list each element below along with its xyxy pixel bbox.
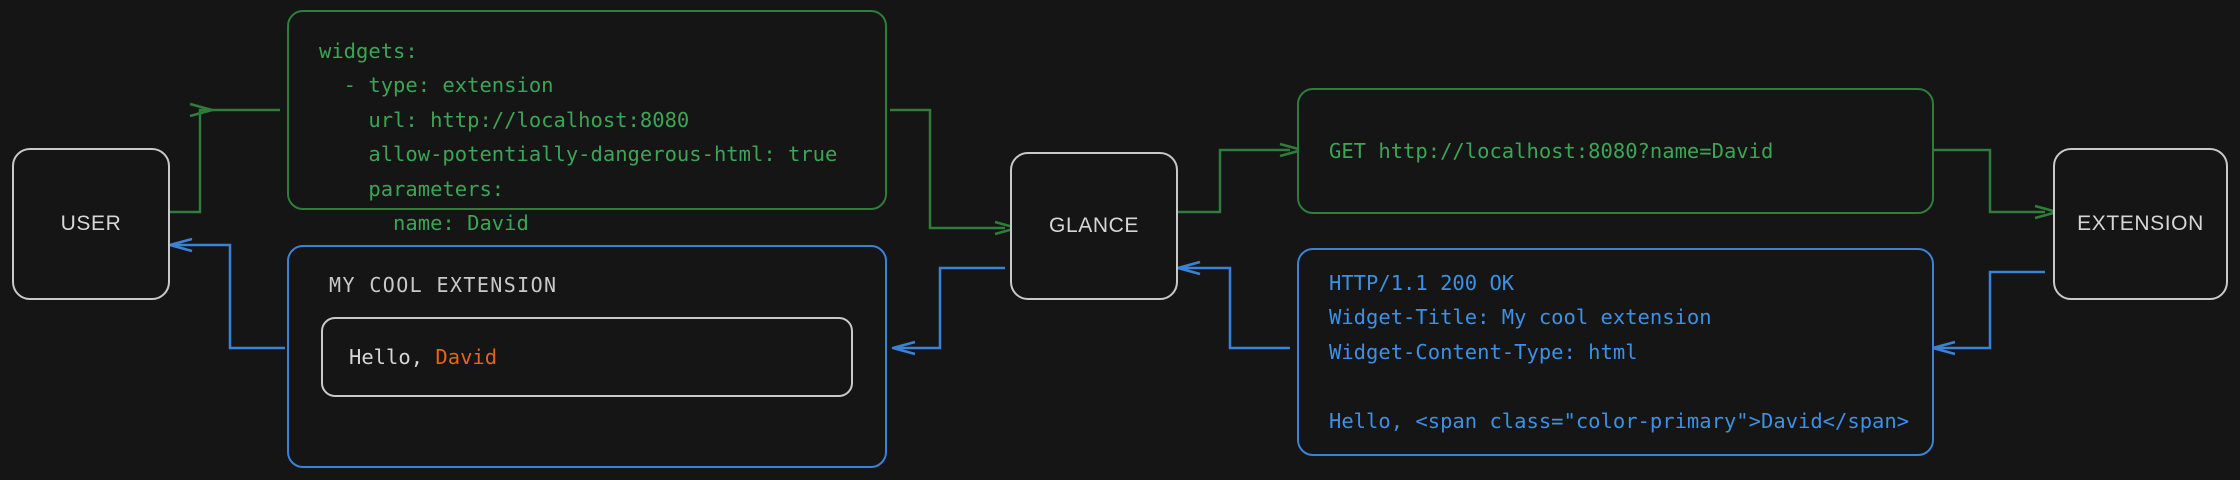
http-response-code: HTTP/1.1 200 OK Widget-Title: My cool ex…	[1329, 270, 1910, 433]
wire-glance-to-request	[1175, 148, 1290, 214]
node-extension-label: EXTENSION	[2077, 212, 2204, 235]
arrowhead-widget	[891, 340, 916, 356]
widget-card: Hello, David	[321, 317, 853, 397]
wire-widget-to-user	[172, 243, 285, 350]
wire-glance-to-widget	[895, 266, 1005, 350]
widget-greeting-name: David	[435, 345, 498, 369]
arrowhead-config	[189, 102, 214, 118]
widget-greeting-prefix: Hello,	[349, 345, 436, 369]
wire-config-to-glance	[890, 108, 1005, 230]
node-glance[interactable]: GLANCE	[1010, 152, 1178, 300]
panel-http-request: GET http://localhost:8080?name=David	[1297, 88, 1934, 214]
config-yaml-code: widgets: - type: extension url: http://l…	[319, 39, 838, 236]
widget-title: MY COOL EXTENSION	[329, 273, 558, 297]
wire-extension-to-response	[1935, 270, 2045, 350]
node-user-label: USER	[60, 212, 122, 235]
widget-greeting: Hello, David	[349, 345, 825, 369]
panel-config-yaml: widgets: - type: extension url: http://l…	[287, 10, 887, 235]
node-glance-label: GLANCE	[1049, 214, 1139, 237]
http-request-code: GET http://localhost:8080?name=David	[1329, 138, 1774, 163]
wire-request-to-extension	[1930, 148, 2045, 214]
arrowhead-user-in	[168, 237, 193, 253]
wire-response-to-glance	[1180, 266, 1290, 350]
panel-rendered-widget: MY COOL EXTENSION Hello, David	[287, 245, 887, 468]
arrowhead-response	[1931, 340, 1956, 356]
wire-user-to-config	[170, 108, 280, 214]
node-user[interactable]: USER	[12, 148, 170, 300]
panel-http-response: HTTP/1.1 200 OK Widget-Title: My cool ex…	[1297, 248, 1934, 456]
node-extension[interactable]: EXTENSION	[2053, 148, 2228, 300]
arrowhead-glance-in-2	[1176, 260, 1201, 276]
